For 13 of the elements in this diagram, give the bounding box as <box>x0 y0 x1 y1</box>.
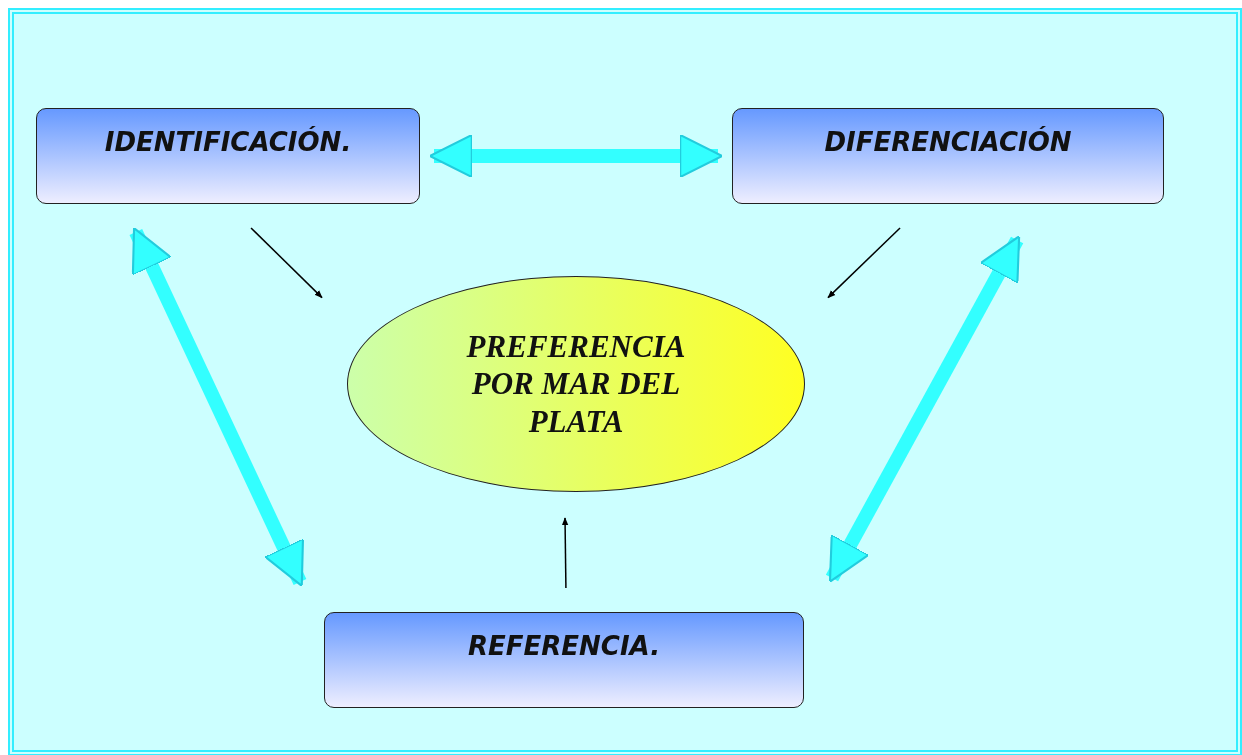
double-block-arrow <box>428 133 724 179</box>
node-text: DIFERENCIACIÓN <box>824 127 1072 157</box>
arrow <box>561 517 569 589</box>
rounded-box <box>36 108 420 204</box>
double-block-arrow <box>825 235 1024 583</box>
node-text: PREFERENCIA POR MAR DEL PLATA <box>465 328 687 440</box>
arrow <box>827 227 901 299</box>
node-text: REFERENCIA. <box>467 631 661 661</box>
rounded-box <box>732 108 1164 204</box>
double-block-arrow <box>129 227 307 587</box>
node-text: IDENTIFICACIÓN. <box>104 127 352 157</box>
rounded-box <box>324 612 804 708</box>
arrow <box>250 227 323 299</box>
